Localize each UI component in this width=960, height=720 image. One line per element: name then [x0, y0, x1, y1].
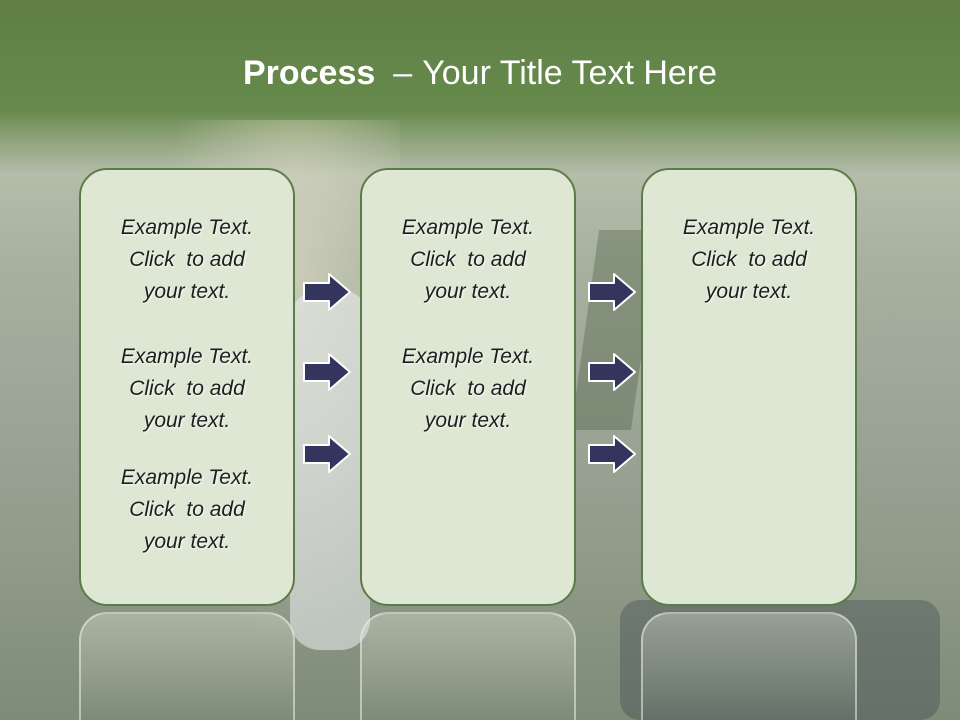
title-bar: Process–Your Title Text Here: [0, 0, 960, 130]
text-line: Click to add: [129, 498, 245, 521]
right-arrow-icon[interactable]: [587, 272, 637, 312]
title-bold: Process: [242, 54, 376, 92]
text-line: Click to add: [410, 377, 526, 400]
process-panel-2[interactable]: Example Text. Click to add your text. Ex…: [360, 168, 576, 606]
panel-reflection: [641, 612, 857, 720]
text-block[interactable]: Example Text. Click to add your text.: [362, 341, 574, 437]
text-block[interactable]: Example Text. Click to add your text.: [362, 212, 574, 308]
text-block[interactable]: Example Text. Click to add your text.: [81, 212, 293, 308]
text-line: Click to add: [129, 377, 245, 400]
slide-title[interactable]: Process–Your Title Text Here: [0, 54, 960, 93]
process-panel-3[interactable]: Example Text. Click to add your text.: [641, 168, 857, 606]
background-photo-shadow: [620, 600, 940, 720]
text-line: Click to add: [410, 248, 526, 271]
text-line: Example Text.: [682, 216, 816, 239]
right-arrow-icon[interactable]: [302, 434, 352, 474]
text-line: Example Text.: [120, 345, 254, 368]
title-dash: –: [393, 54, 413, 92]
text-line: Click to add: [691, 248, 807, 271]
text-line: your text.: [424, 280, 512, 303]
text-line: Click to add: [129, 248, 245, 271]
text-line: Example Text.: [120, 216, 254, 239]
text-line: your text.: [424, 409, 512, 432]
text-line: your text.: [143, 530, 231, 553]
right-arrow-icon[interactable]: [587, 352, 637, 392]
text-line: your text.: [705, 280, 793, 303]
text-block[interactable]: Example Text. Click to add your text.: [81, 341, 293, 437]
text-line: Example Text.: [401, 216, 535, 239]
right-arrow-icon[interactable]: [302, 352, 352, 392]
text-block[interactable]: Example Text. Click to add your text.: [81, 462, 293, 558]
right-arrow-icon[interactable]: [302, 272, 352, 312]
right-arrow-icon[interactable]: [587, 434, 637, 474]
process-panel-1[interactable]: Example Text. Click to add your text. Ex…: [79, 168, 295, 606]
text-line: your text.: [143, 409, 231, 432]
panel-reflection: [360, 612, 576, 720]
panel-reflection: [79, 612, 295, 720]
title-rest: Your Title Text Here: [422, 54, 718, 92]
text-line: Example Text.: [401, 345, 535, 368]
text-line: your text.: [143, 280, 231, 303]
text-block[interactable]: Example Text. Click to add your text.: [643, 212, 855, 308]
text-line: Example Text.: [120, 466, 254, 489]
